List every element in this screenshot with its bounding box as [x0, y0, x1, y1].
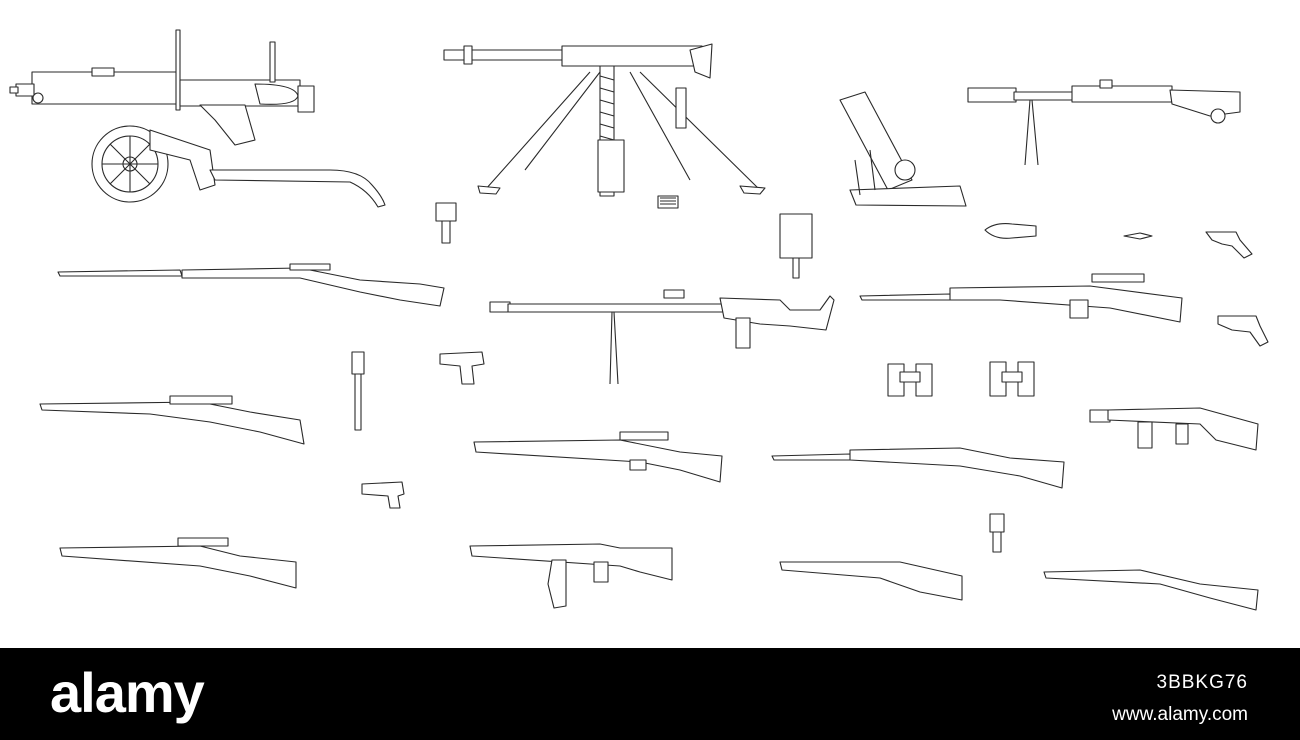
wheeled-machine-gun [9, 29, 386, 208]
luger-pistol [1217, 315, 1269, 347]
submachine-gun [1089, 407, 1259, 451]
mortar [839, 91, 967, 207]
image-id: 3BBKG76 [1156, 672, 1248, 693]
anti-tank-rifle [489, 289, 835, 385]
small-pistol [361, 481, 405, 509]
watermark-bar: alamy 3BBKG76 www.alamy.com [0, 648, 1300, 740]
rifle-with-bayonet [57, 263, 445, 307]
brand-logo: alamy [50, 661, 205, 724]
scoped-rifle [473, 431, 723, 483]
sniper-rifle-with-bayonet [859, 273, 1183, 323]
grenade-handle [989, 513, 1005, 553]
magazine-pouch [779, 213, 813, 279]
mortar-round [984, 223, 1037, 239]
scoped-carbine [59, 537, 297, 589]
stick-grenade [351, 351, 365, 431]
light-machine-gun [967, 79, 1241, 166]
bolt-action-carbine [1043, 569, 1259, 611]
carbine [779, 561, 963, 601]
binoculars [887, 363, 933, 397]
sniper-rifle [39, 395, 305, 445]
binoculars-second [989, 361, 1035, 397]
assault-rifle [469, 543, 673, 609]
revolver [1205, 231, 1253, 259]
bayonet-knife [1123, 232, 1153, 240]
bolt-action-rifle-bayonet [771, 447, 1065, 489]
site-url: www.alamy.com [1112, 704, 1248, 725]
grenade-stick [435, 202, 457, 244]
weapons-line-art [9, 29, 1269, 611]
tripod-machine-gun [443, 43, 766, 209]
pistol [439, 351, 485, 385]
